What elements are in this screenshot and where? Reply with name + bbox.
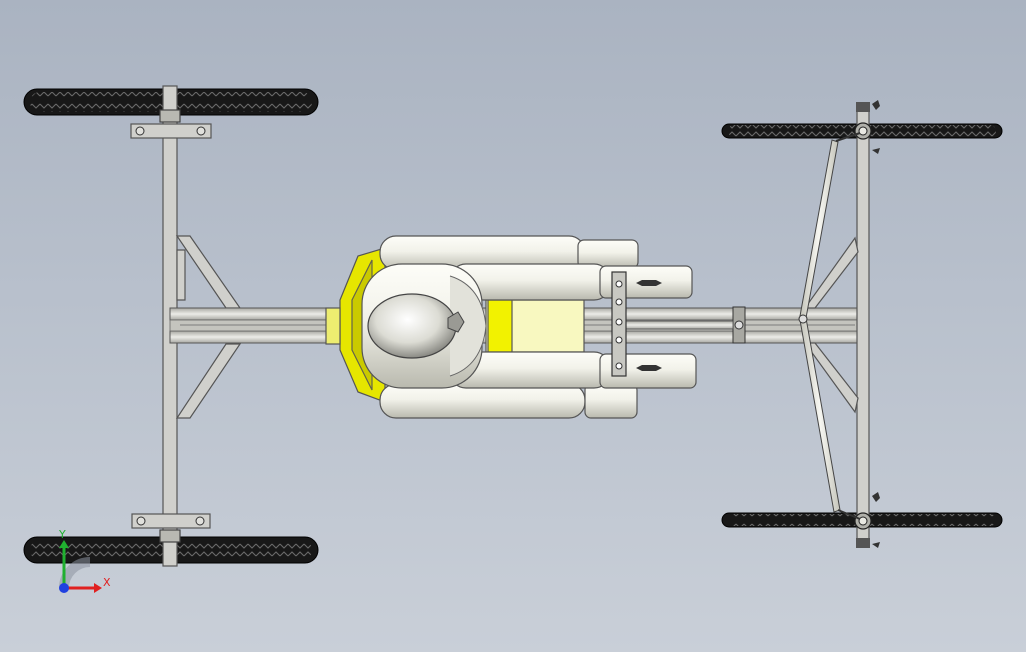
orientation-triad[interactable]: X Y	[58, 528, 111, 593]
rider-leg-upper[interactable]	[379, 235, 693, 301]
x-axis-label: X	[103, 576, 111, 589]
pedal-rod[interactable]	[624, 320, 734, 330]
rear-axle-frame[interactable]	[130, 85, 212, 567]
frame-clamp[interactable]	[732, 306, 746, 344]
front-braces	[803, 236, 859, 414]
steering-tie-rod[interactable]	[798, 132, 861, 520]
x-axis-head	[94, 583, 102, 593]
y-axis-head	[59, 540, 69, 548]
front-axle-frame[interactable]	[854, 100, 880, 548]
z-axis-origin	[59, 583, 69, 593]
rider-head[interactable]	[367, 293, 465, 359]
steering-column[interactable]	[611, 271, 627, 377]
y-axis-label: Y	[58, 528, 66, 541]
